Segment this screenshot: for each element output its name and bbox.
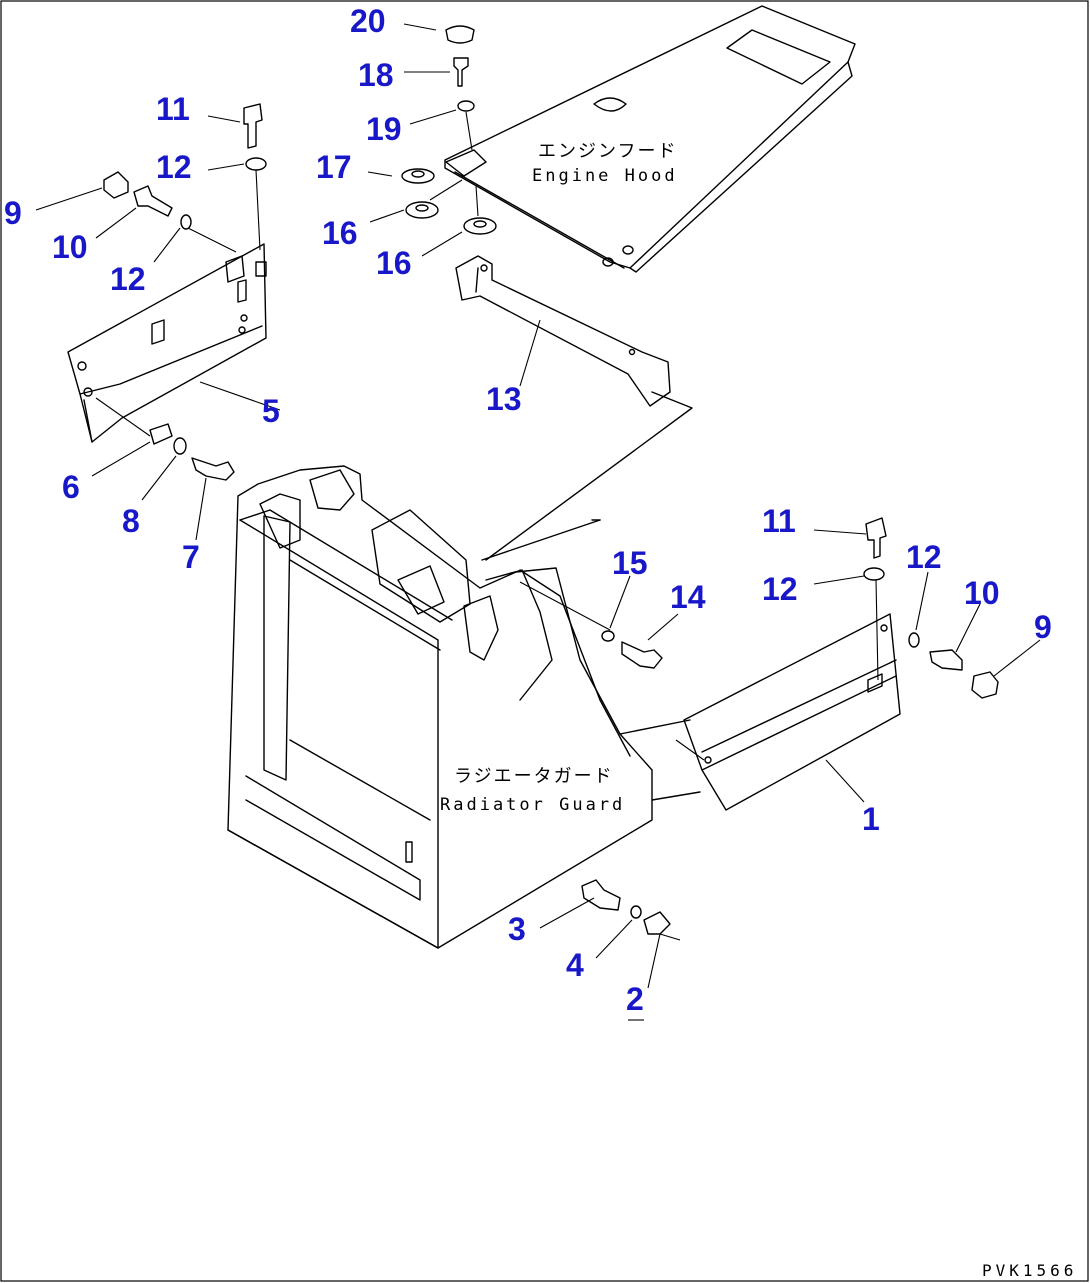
engine-hood-drawing xyxy=(444,5,856,273)
callout-18: 18 xyxy=(358,57,394,93)
callout-13: 13 xyxy=(486,381,522,417)
callout-6: 6 xyxy=(62,469,80,505)
right-fasteners-drawing xyxy=(581,517,999,941)
callout-10-left: 10 xyxy=(52,229,88,265)
callout-3: 3 xyxy=(508,911,526,947)
right-side-guard-drawing xyxy=(519,579,901,811)
callout-12-right-bottom: 12 xyxy=(762,571,798,607)
callout-12-left-top: 12 xyxy=(156,149,192,185)
callout-9-left: 9 xyxy=(4,195,22,231)
callout-19: 19 xyxy=(366,111,402,147)
callout-7: 7 xyxy=(182,539,200,575)
callout-11-right: 11 xyxy=(762,503,796,539)
callout-15: 15 xyxy=(612,545,648,581)
radiator-guard-label-jp: ラジエータガード xyxy=(454,766,614,787)
hood-fasteners-drawing xyxy=(401,25,497,235)
callout-12-left-bottom: 12 xyxy=(110,261,146,297)
callout-8: 8 xyxy=(122,503,140,539)
engine-hood-label-en: Engine Hood xyxy=(532,166,678,186)
callout-11-left: 11 xyxy=(156,91,190,127)
left-side-guard-drawing xyxy=(67,169,267,443)
drawing-code: PVK1566 xyxy=(982,1261,1077,1280)
callout-16-left: 16 xyxy=(322,215,358,251)
callout-20: 20 xyxy=(350,3,386,39)
callout-4: 4 xyxy=(566,947,584,983)
hood-bracket-drawing xyxy=(455,255,693,561)
callout-9-right: 9 xyxy=(1034,609,1052,645)
callout-5: 5 xyxy=(262,393,280,429)
engine-hood-label-jp: エンジンフード xyxy=(538,141,677,162)
callout-16-right: 16 xyxy=(376,245,412,281)
radiator-guard-drawing xyxy=(227,465,701,949)
left-fasteners-drawing xyxy=(103,103,267,481)
callout-10-right: 10 xyxy=(964,575,1000,611)
callout-1: 1 xyxy=(862,801,880,837)
callout-14: 14 xyxy=(670,579,706,615)
radiator-guard-label-en: Radiator Guard xyxy=(440,795,625,815)
leader-lines xyxy=(35,23,1041,989)
callout-2: 2 xyxy=(626,981,644,1017)
callout-12-right-top: 12 xyxy=(906,539,942,575)
callout-17: 17 xyxy=(316,149,352,185)
